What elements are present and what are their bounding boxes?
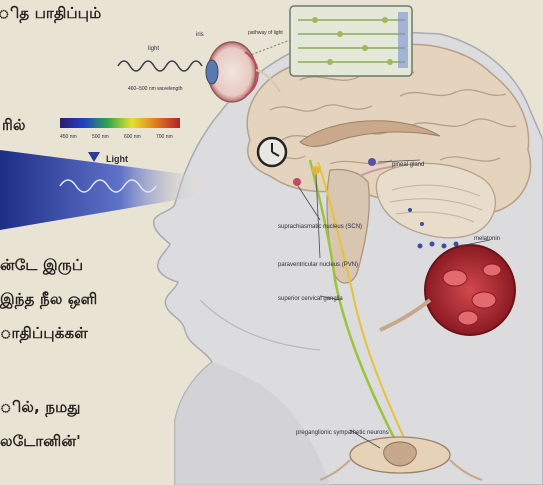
article-line-3: ன்டே இருப் xyxy=(0,256,83,276)
clock-icon xyxy=(258,138,286,166)
label-preganglionic: preganglionic sympathetic neurons xyxy=(296,430,389,436)
label-scg: superior cervical ganglia xyxy=(278,296,343,302)
label-spectrum-500: 500 nm xyxy=(92,134,109,140)
scn-marker xyxy=(293,178,301,186)
pineal-marker xyxy=(368,158,376,166)
label-light-arrow: Light xyxy=(106,154,128,164)
label-scn: suprachiasmatic nucleus (SCN) xyxy=(278,224,362,230)
label-iris: iris xyxy=(196,32,204,38)
article-line-7: லடோனின்' xyxy=(0,432,81,452)
article-line-2: ரில் xyxy=(2,116,26,136)
retina-cell-inset xyxy=(290,6,412,76)
article-line-1: ித பாதிப்பும் xyxy=(0,4,101,24)
label-wavelength: 460–500 nm wavelength xyxy=(128,86,183,92)
label-melatonin: melatonin xyxy=(474,236,500,242)
label-spectrum-600: 600 nm xyxy=(124,134,141,140)
label-pathway: pathway of light xyxy=(248,30,283,36)
label-pvn: paraventricular nucleus (PVN) xyxy=(278,262,358,268)
article-line-4: இந்த நீல ஒளி xyxy=(0,290,97,310)
label-light-wave: light xyxy=(148,46,159,52)
spectrum-bar xyxy=(60,118,180,128)
label-spectrum-700: 700 nm xyxy=(156,134,173,140)
label-pineal: pineal gland xyxy=(392,162,424,168)
article-line-5: ாதிப்புக்கள் xyxy=(0,324,88,344)
article-line-6: ில், நமது xyxy=(0,398,81,418)
pvn-marker xyxy=(312,166,320,174)
label-spectrum-450: 450 nm xyxy=(60,134,77,140)
